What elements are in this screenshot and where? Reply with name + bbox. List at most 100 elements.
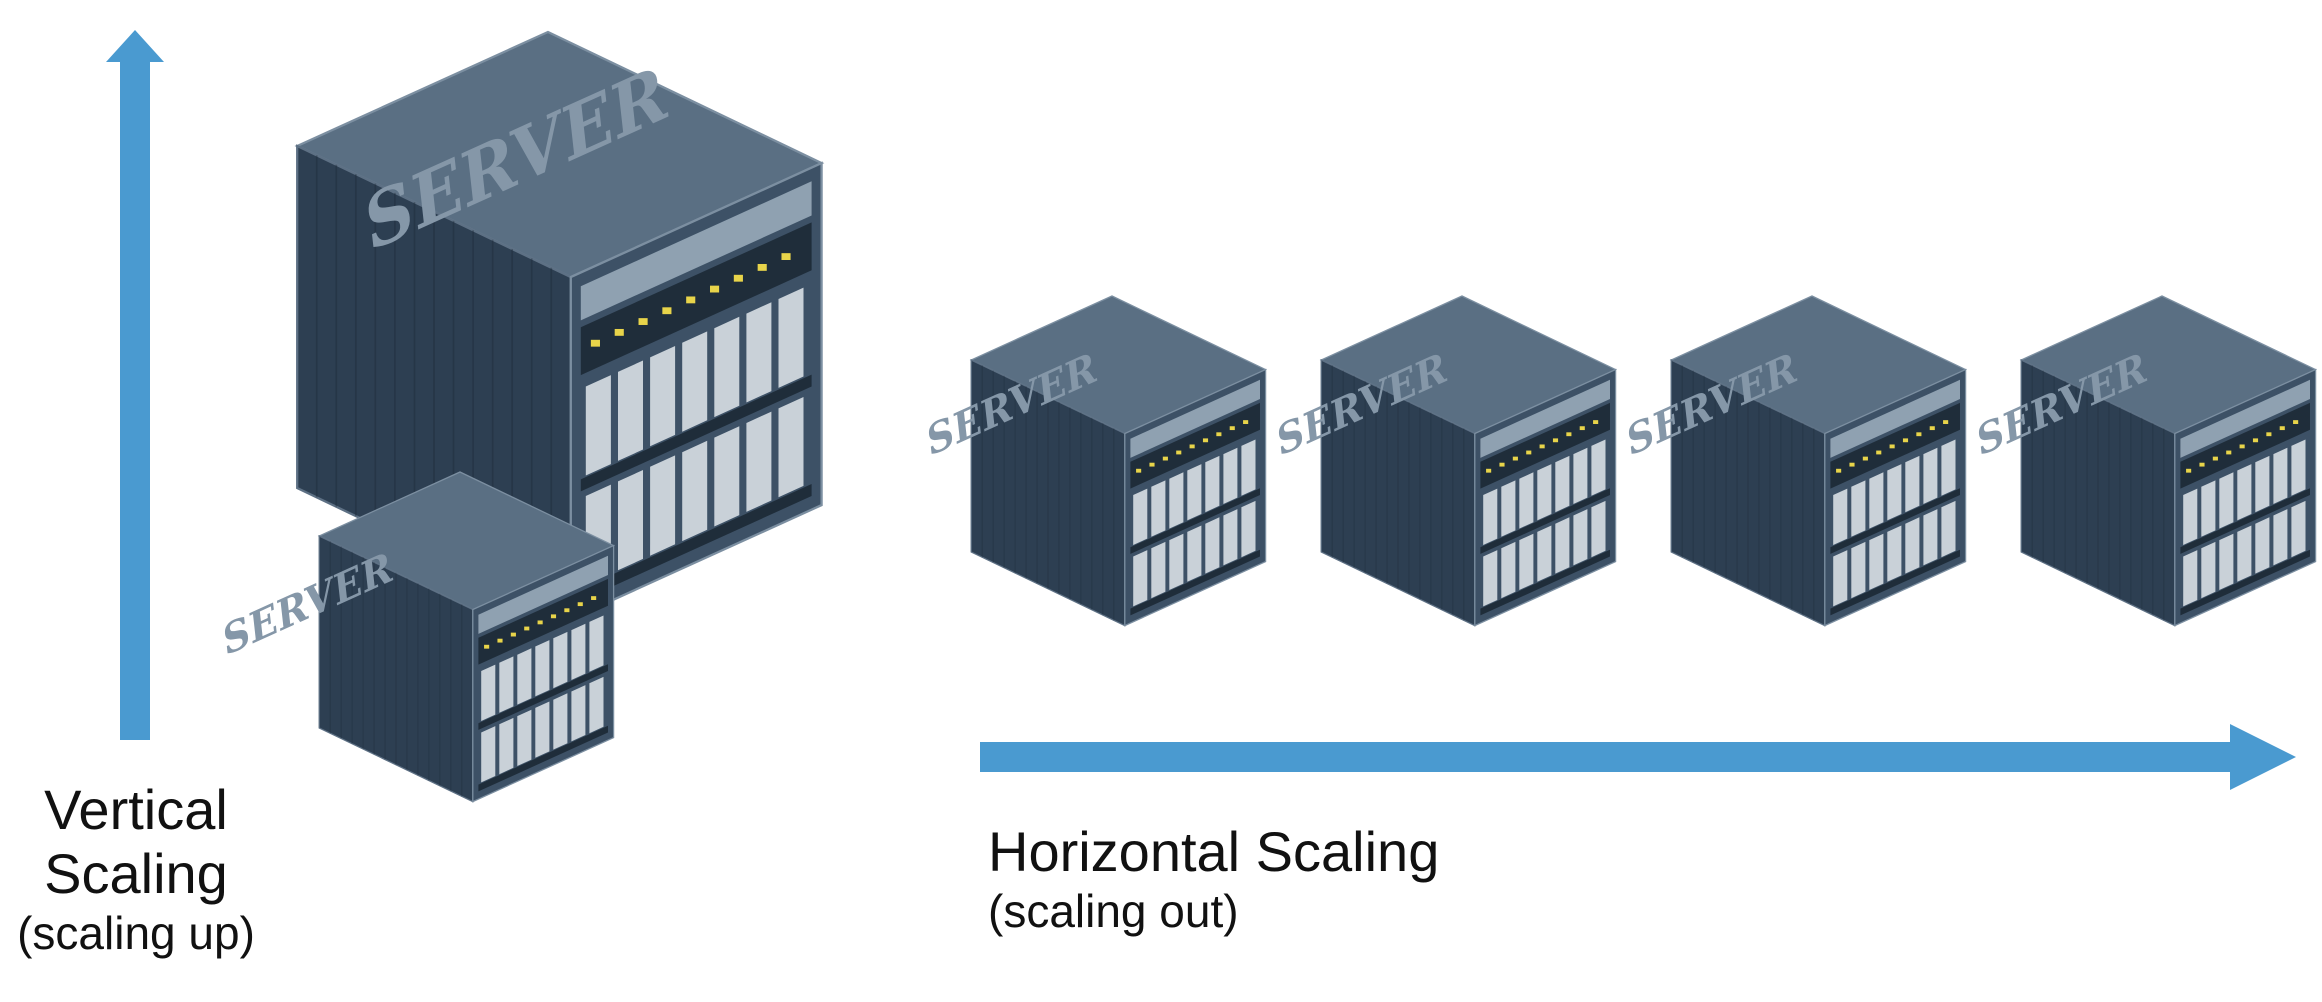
server-icon-4: SERVER xyxy=(1975,295,2318,627)
drive-bay xyxy=(2255,455,2270,513)
drive-bay xyxy=(1923,509,1938,566)
drive-bay xyxy=(1169,472,1184,529)
led-indicator xyxy=(1902,438,1909,443)
drive-bay xyxy=(589,615,604,672)
led-indicator xyxy=(497,638,503,643)
drive-rail xyxy=(580,484,812,601)
drive-bay xyxy=(1573,447,1588,504)
led-indicator xyxy=(1593,420,1599,424)
drive-rail xyxy=(478,725,608,792)
drive-bay xyxy=(1851,541,1866,599)
drive-bay xyxy=(1501,541,1516,599)
led-indicator xyxy=(638,318,648,325)
drive-bay xyxy=(1187,525,1202,582)
drive-bay xyxy=(1555,455,1570,513)
drive-bay xyxy=(2219,472,2234,529)
drive-bay xyxy=(535,701,550,758)
drive-rail xyxy=(1130,549,1260,616)
led-indicator xyxy=(2212,456,2218,461)
drive-bay xyxy=(1151,541,1166,599)
led-indicator xyxy=(1149,462,1155,467)
led-indicator xyxy=(1512,456,1518,461)
drive-bay xyxy=(1851,480,1866,537)
drive-bay xyxy=(1833,550,1848,607)
drive-bay xyxy=(535,640,550,697)
server-vent-mesh xyxy=(981,365,1115,621)
led-indicator xyxy=(1176,450,1182,455)
server-display-panel xyxy=(1830,402,1960,489)
vertical-scaling-title-line1: Vertical xyxy=(44,778,228,841)
server-vent-mesh xyxy=(1331,365,1465,621)
drive-bay xyxy=(571,685,586,742)
led-indicator xyxy=(1862,456,1868,461)
drive-bay xyxy=(1205,455,1220,513)
led-indicator xyxy=(1836,468,1842,473)
led-indicator xyxy=(1216,432,1222,437)
drive-bay xyxy=(2273,447,2288,504)
drive-bay xyxy=(2291,439,2306,496)
led-indicator xyxy=(1929,426,1935,431)
vertical-scaling-arrow xyxy=(106,30,164,740)
drive-bay xyxy=(682,440,708,542)
server-icon-2: SERVER xyxy=(1275,295,1618,627)
drive-rail xyxy=(1830,549,1960,616)
led-indicator xyxy=(1526,450,1532,455)
horizontal-scaling-arrow xyxy=(980,724,2296,790)
led-indicator xyxy=(524,626,530,631)
drive-bay xyxy=(481,726,496,783)
drive-bay xyxy=(1887,525,1902,582)
led-indicator xyxy=(484,644,490,649)
drive-bay xyxy=(499,656,514,713)
led-indicator xyxy=(1136,468,1142,473)
vertical-scaling-caption: Vertical Scaling (scaling up) xyxy=(0,778,272,960)
drive-bay xyxy=(1923,447,1938,504)
drive-bay xyxy=(1223,509,1238,566)
led-indicator xyxy=(2293,420,2299,424)
led-indicator xyxy=(709,285,720,293)
drive-bay xyxy=(1869,533,1884,590)
led-indicator xyxy=(1189,444,1195,449)
drive-bay xyxy=(2183,550,2198,607)
led-indicator xyxy=(510,632,516,637)
led-indicator xyxy=(2266,432,2272,437)
drive-bay xyxy=(1573,509,1588,566)
drive-bay xyxy=(1941,439,1956,496)
server-bezel xyxy=(580,181,812,321)
drive-bay xyxy=(585,375,611,476)
drive-bay xyxy=(2201,480,2216,537)
led-indicator xyxy=(1552,438,1559,443)
horizontal-scaling-caption: Horizontal Scaling (scaling out) xyxy=(988,820,1439,938)
led-indicator xyxy=(1916,432,1922,437)
drive-bay xyxy=(1591,500,1606,558)
drive-bay xyxy=(778,397,804,498)
server-display-panel xyxy=(1480,402,1610,489)
led-indicator xyxy=(614,328,624,336)
server-display-panel xyxy=(478,578,608,665)
server-bezel xyxy=(1830,379,1960,458)
drive-bay xyxy=(1833,488,1848,545)
drive-bay xyxy=(2183,488,2198,545)
drive-rail xyxy=(2180,549,2310,616)
server-icon-small: SERVER xyxy=(221,471,616,803)
drive-rail xyxy=(1480,488,1610,554)
server-bezel xyxy=(1130,379,1260,458)
led-indicator xyxy=(1889,444,1895,449)
drive-bay xyxy=(499,717,514,775)
led-indicator xyxy=(2226,450,2232,455)
drive-bay xyxy=(618,360,643,461)
led-indicator xyxy=(2252,438,2259,443)
drive-bay xyxy=(2237,464,2252,521)
server-display-panel xyxy=(2180,402,2310,489)
drive-bay xyxy=(1151,480,1166,537)
drive-bay xyxy=(1905,455,1920,513)
drive-rail xyxy=(2180,488,2310,554)
drive-bay xyxy=(1483,550,1498,607)
drive-rail xyxy=(1480,549,1610,616)
arrow-right-icon-shaft xyxy=(980,742,2230,772)
drive-bay xyxy=(1591,439,1606,496)
drive-rail xyxy=(478,664,608,730)
drive-bay xyxy=(1519,533,1534,590)
server-vent-mesh xyxy=(329,541,463,797)
led-indicator xyxy=(1943,420,1949,424)
